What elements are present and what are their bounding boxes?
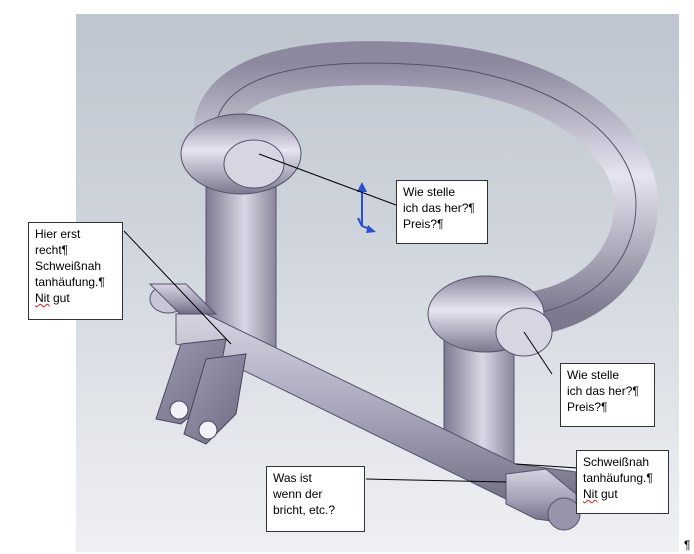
callout-bottom-right-line: Nit gut [583,486,662,502]
spellcheck-word: Nit [35,291,50,305]
callout-top: Wie stelle ich das her?¶ Preis?¶ [396,180,488,244]
callout-bottom-right-line: Schweißnah [583,455,650,469]
lug-plate-front [183,353,247,445]
left-post [205,163,277,350]
callout-bottom-right: Schweißnah tanhäufung.¶ Nit gut [576,450,669,514]
callout-bottom-line: bricht, etc.? [273,503,336,517]
callout-left: Hier erst recht¶ Schweißnah tanhäufung.¶… [28,222,123,320]
cad-viewport[interactable] [76,14,679,552]
callout-left-line: recht¶ [35,243,69,257]
callout-bottom: Was ist wenn der bricht, etc.? [266,466,365,532]
callout-right-line: Wie stelle [567,368,620,382]
callout-top-line: ich das her?¶ [403,201,475,215]
paragraph-mark: ¶ [684,538,691,552]
callout-left-line: Hier erst [35,227,81,241]
axis-triad [357,182,376,233]
callout-right: Wie stelle ich das her?¶ Preis?¶ [560,363,655,427]
shackle-model [123,41,659,531]
callout-left-rest: gut [49,291,70,305]
callout-bottom-right-line: tanhäufung.¶ [583,471,653,485]
callout-bottom-line: Was ist [273,471,312,485]
leader-lines [123,153,579,483]
callout-left-line: Nit gut [35,290,116,306]
callout-left-line: tanhäufung.¶ [35,275,105,289]
callout-bottom-right-rest: gut [597,487,618,501]
callout-right-line: ich das her?¶ [567,384,639,398]
callout-left-line: Schweißnah [35,259,102,273]
callout-top-line: Wie stelle [403,185,456,199]
callout-bottom-line: wenn der [273,487,323,501]
callout-right-line: Preis?¶ [567,400,608,414]
spellcheck-word: Nit [583,487,598,501]
callout-top-line: Preis?¶ [403,217,444,231]
